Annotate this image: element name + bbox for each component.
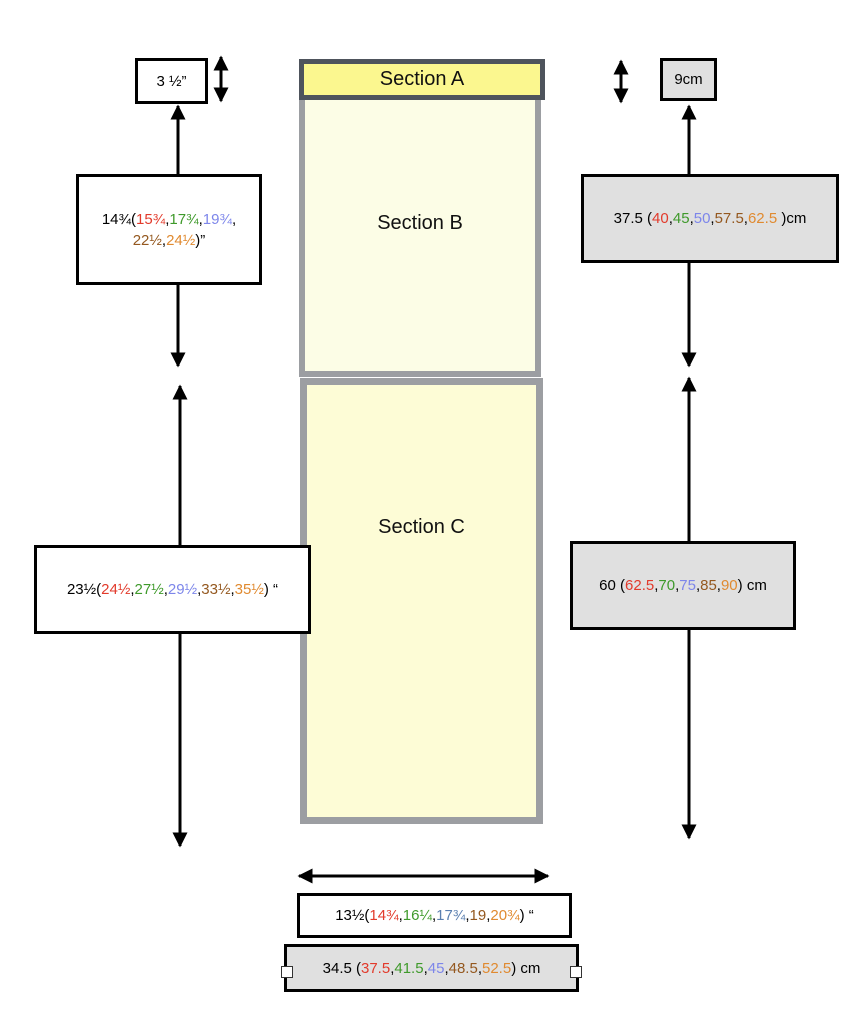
left-b-measure: 14¾(15¾,17¾,19¾,22½,24½)” xyxy=(76,174,262,285)
section-b-label: Section B xyxy=(377,212,463,234)
resize-handle-left[interactable] xyxy=(281,966,293,978)
section-c-label: Section C xyxy=(378,516,465,538)
section-b: Section B xyxy=(299,100,541,377)
section-c: Section C xyxy=(300,378,543,824)
resize-handle-right[interactable] xyxy=(570,966,582,978)
left-c-measure: 23½(24½,27½,29½,33½,35½) “ xyxy=(34,545,311,634)
bottom-inch-measure: 13½(14¾,16¼,17¾,19,20¾) “ xyxy=(297,893,572,938)
right-a-measure: 9cm xyxy=(660,58,717,101)
left-a-measure: 3 ½” xyxy=(135,58,208,104)
right-b-measure: 37.5 (40,45,50,57.5,62.5 )cm xyxy=(581,174,839,263)
right-c-measure: 60 (62.5,70,75,85,90) cm xyxy=(570,541,796,630)
section-a: Section A xyxy=(299,59,545,100)
section-a-label: Section A xyxy=(379,68,465,90)
bottom-cm-measure[interactable]: 34.5 (37.5,41.5,45,48.5,52.5) cm xyxy=(281,944,582,992)
